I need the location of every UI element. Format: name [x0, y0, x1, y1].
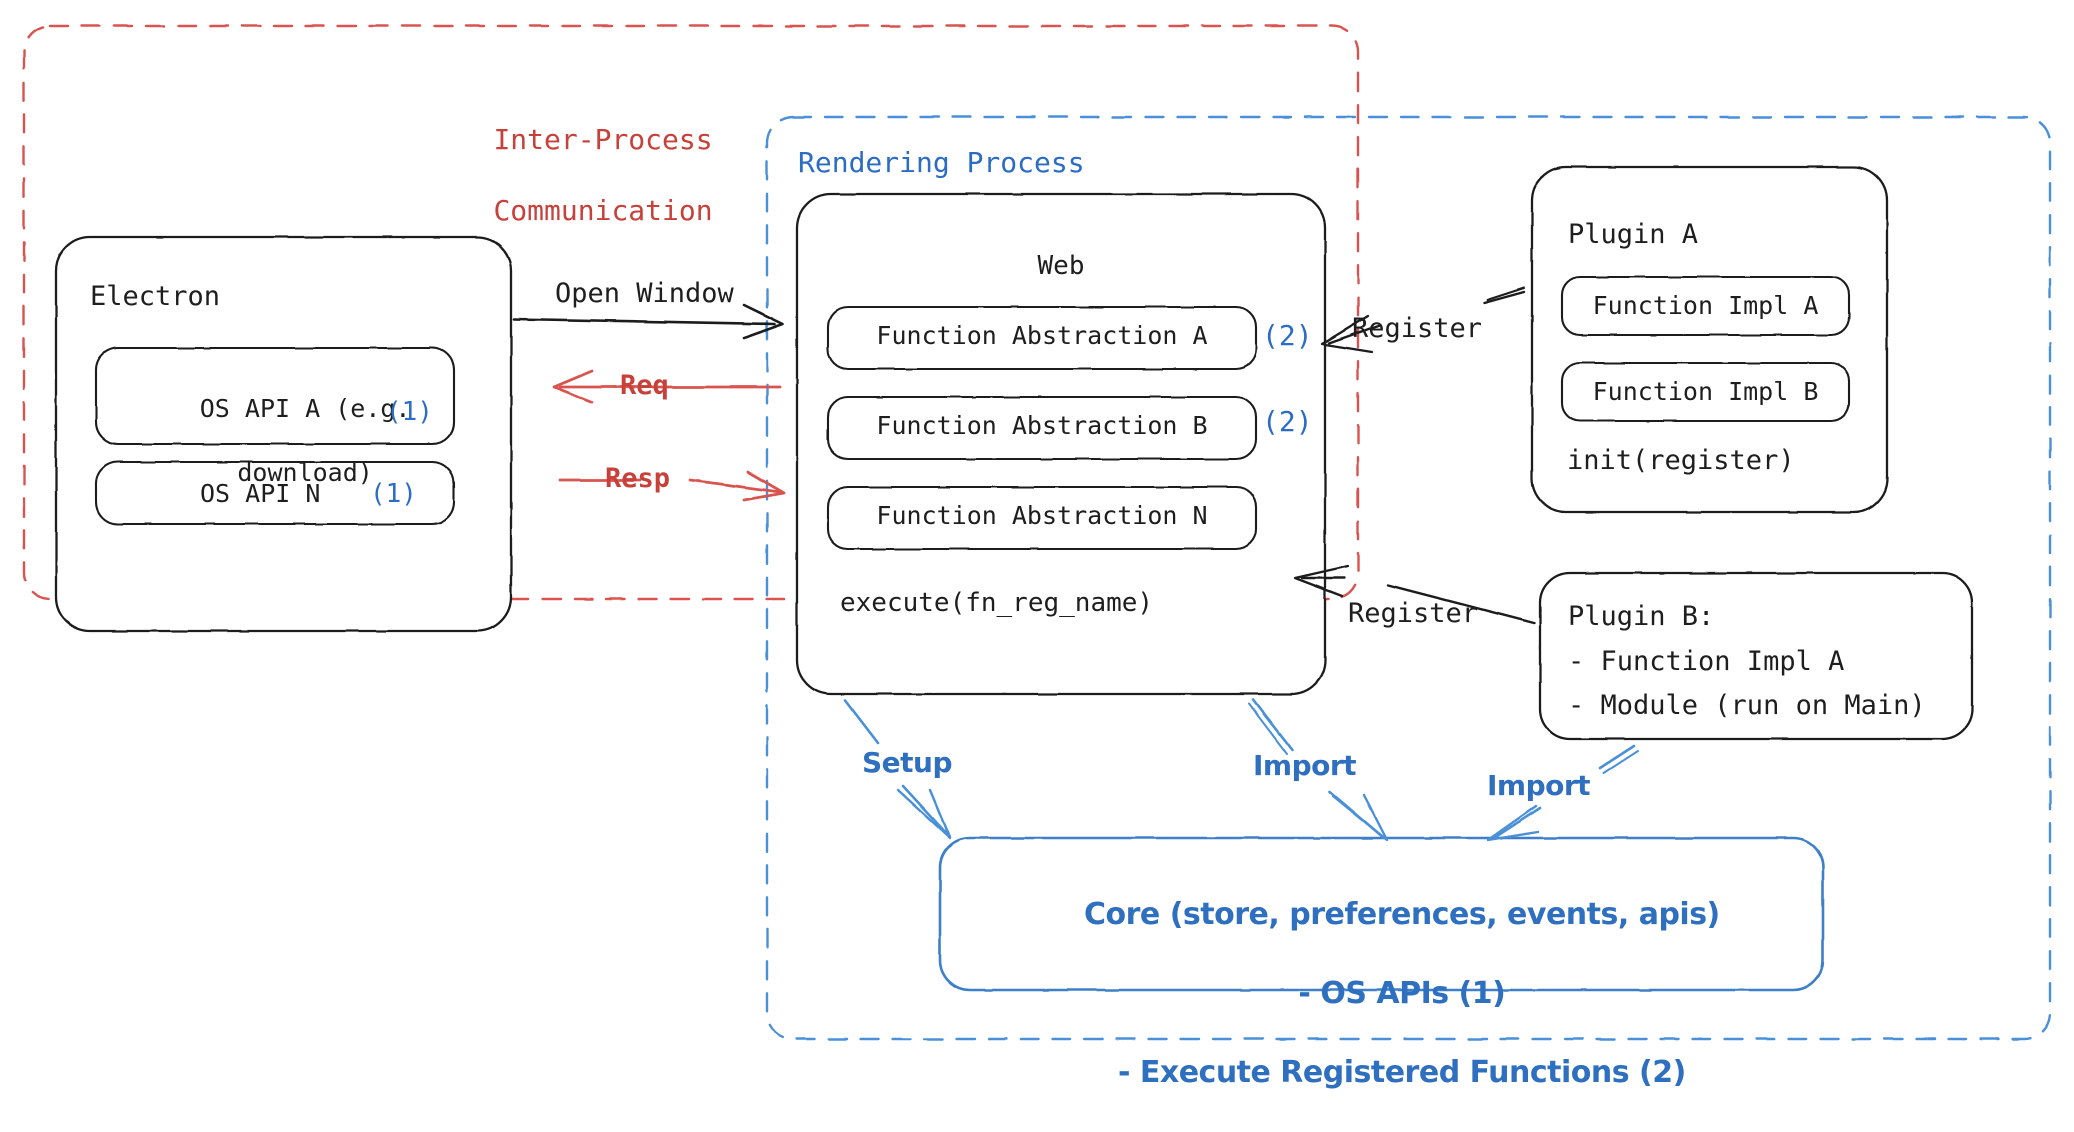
edge-register-plugin-a-label: Register — [1352, 313, 1483, 344]
node-core-box[interactable] — [938, 836, 1825, 992]
edge-setup — [843, 698, 952, 840]
node-os-api-a-marker: (1) — [386, 397, 433, 427]
node-web-title: Web — [1037, 251, 1085, 281]
node-os-api-n-marker: (1) — [370, 479, 417, 509]
edge-open-window-label: Open Window — [555, 278, 734, 309]
edge-import-web-label: Import — [1253, 749, 1357, 782]
node-os-api-a-label: OS API A (e.g. download) — [199, 394, 411, 487]
edge-req-label: Req — [620, 370, 669, 401]
node-function-abstraction-n-label: Function Abstraction N — [876, 501, 1208, 530]
edge-import-plugin-b — [1486, 744, 1639, 842]
node-core-label: Core (store, preferences, events, apis) … — [948, 855, 1816, 1132]
node-electron-title: Electron — [90, 281, 221, 312]
node-function-impl-a-box[interactable] — [1560, 275, 1851, 337]
edge-register-plugin-b-label: Register — [1348, 598, 1479, 629]
edge-req — [552, 369, 782, 404]
node-function-abstraction-a-marker: (2) — [1262, 319, 1313, 352]
node-function-abstraction-b-marker: (2) — [1262, 405, 1313, 438]
node-function-abstraction-b-box[interactable] — [826, 395, 1258, 461]
node-plugin-a-title: Plugin A — [1568, 219, 1699, 250]
diagram-vector-layer — [22, 24, 2052, 1041]
node-plugin-b-title: Plugin B: — [1568, 601, 1715, 632]
edge-open-window — [512, 303, 785, 340]
edge-register-plugin-b — [1293, 564, 1536, 625]
node-plugin-b-item-0: - Function Impl A — [1568, 646, 1845, 677]
node-function-abstraction-a-label: Function Abstraction A — [876, 321, 1208, 350]
node-os-api-a-box[interactable] — [94, 346, 456, 446]
node-function-abstraction-b-label: Function Abstraction B — [876, 411, 1208, 440]
edge-setup-label: Setup — [862, 746, 953, 779]
diagram-canvas: Inter-Process Communication Rendering Pr… — [22, 24, 2052, 1090]
region-ipc-label: Inter-Process Communication — [493, 122, 713, 228]
node-function-abstraction-n-box[interactable] — [826, 485, 1258, 551]
region-ipc-boundary — [22, 24, 1360, 601]
node-function-abstraction-a-box[interactable] — [826, 305, 1258, 371]
node-plugin-b-item-1: - Module (run on Main) — [1568, 690, 1926, 721]
edge-import-web — [1248, 698, 1389, 842]
node-plugin-b-box[interactable] — [1538, 571, 1974, 741]
node-core-line-3: - Execute Registered Functions (2) — [1117, 1054, 1686, 1090]
node-function-impl-a-label: Function Impl A — [1592, 291, 1819, 320]
node-function-impl-b-label: Function Impl B — [1592, 377, 1819, 406]
edge-import-plugin-b-label: Import — [1487, 769, 1591, 802]
node-function-impl-b-box[interactable] — [1560, 361, 1851, 423]
edge-resp — [558, 470, 786, 502]
edge-resp-label: Resp — [605, 463, 671, 494]
node-core-line-2: - OS APIs (1) — [1298, 975, 1506, 1011]
region-rendering-boundary — [765, 115, 2052, 1041]
node-core-line-1: Core (store, preferences, events, apis) — [1084, 896, 1720, 932]
node-os-api-n-label: OS API N — [200, 479, 321, 508]
node-plugin-a-footer: init(register) — [1567, 445, 1795, 476]
region-rendering-label: Rendering Process — [798, 146, 1085, 179]
node-web-footer: execute(fn_reg_name) — [840, 588, 1154, 618]
node-plugin-a-box[interactable] — [1530, 165, 1889, 514]
edge-register-plugin-a — [1320, 287, 1526, 354]
node-os-api-n-box[interactable] — [94, 460, 456, 526]
